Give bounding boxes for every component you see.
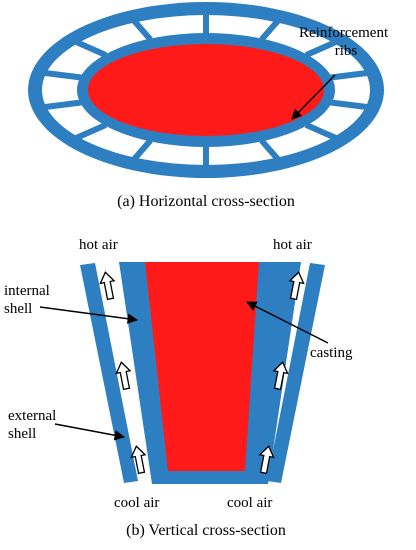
- internal-shell-label-line2: shell: [4, 301, 32, 317]
- caption-horizontal: (a) Horizontal cross-section: [117, 193, 295, 210]
- reinforcement-rib: [304, 122, 337, 141]
- external-shell-right: [267, 263, 325, 483]
- reinforcement-rib: [131, 18, 153, 42]
- hot-air-right: hot air: [273, 237, 312, 253]
- rib-pointer-arrow: [291, 74, 336, 120]
- reinforcement-rib: [259, 138, 281, 162]
- reinforcement-rib: [43, 99, 82, 111]
- air-flow-arrows: [99, 271, 305, 475]
- reinforcement-rib: [330, 69, 369, 81]
- air-flow-arrow-shape: [115, 361, 132, 391]
- air-flow-arrow: [272, 361, 289, 391]
- air-flow-arrow-shape: [130, 445, 147, 475]
- vertical-cross-section: hot air hot air internal shell external …: [4, 237, 353, 539]
- air-flow-arrow-shape: [288, 271, 305, 301]
- rib-label-line1: Reinforcement: [299, 25, 389, 41]
- reinforcement-rib: [304, 39, 337, 58]
- external-shell-pointer: [54, 423, 126, 441]
- casting-pointer: [246, 301, 329, 344]
- reinforcement-rib: [43, 69, 82, 81]
- external-shell-label-line1: external: [8, 408, 56, 424]
- horizontal-cross-section: Reinforcement ribs (a) Horizontal cross-…: [28, 2, 389, 210]
- air-flow-arrow: [288, 271, 305, 301]
- reinforcement-rib: [330, 99, 369, 111]
- air-flow-arrow: [130, 445, 147, 475]
- cool-air-right: cool air: [227, 495, 272, 511]
- air-flow-arrow: [99, 271, 116, 301]
- internal-shell-pointer: [39, 306, 139, 324]
- casting-horizontal: [88, 44, 324, 136]
- reinforcement-ribs: [43, 13, 369, 167]
- air-flow-arrow-shape: [272, 361, 289, 391]
- hot-air-left: hot air: [79, 237, 118, 253]
- air-flow-arrow-shape: [258, 445, 275, 475]
- external-shell-label-line2: shell: [8, 426, 36, 442]
- casting-vertical: [145, 262, 259, 471]
- air-flow-arrow: [115, 361, 132, 391]
- air-flow-arrow: [258, 445, 275, 475]
- cool-air-left: cool air: [114, 495, 159, 511]
- reinforcement-rib: [259, 18, 281, 42]
- reinforcement-rib: [131, 138, 153, 162]
- air-flow-arrow-shape: [99, 271, 116, 301]
- caption-vertical: (b) Vertical cross-section: [126, 522, 286, 539]
- reinforcement-rib: [75, 122, 108, 141]
- external-shell-left: [80, 263, 138, 483]
- internal-shell-label-line1: internal: [4, 283, 50, 299]
- reinforcement-rib: [75, 39, 108, 58]
- casting-label: casting: [310, 345, 353, 361]
- rib-label-line2: ribs: [335, 43, 358, 59]
